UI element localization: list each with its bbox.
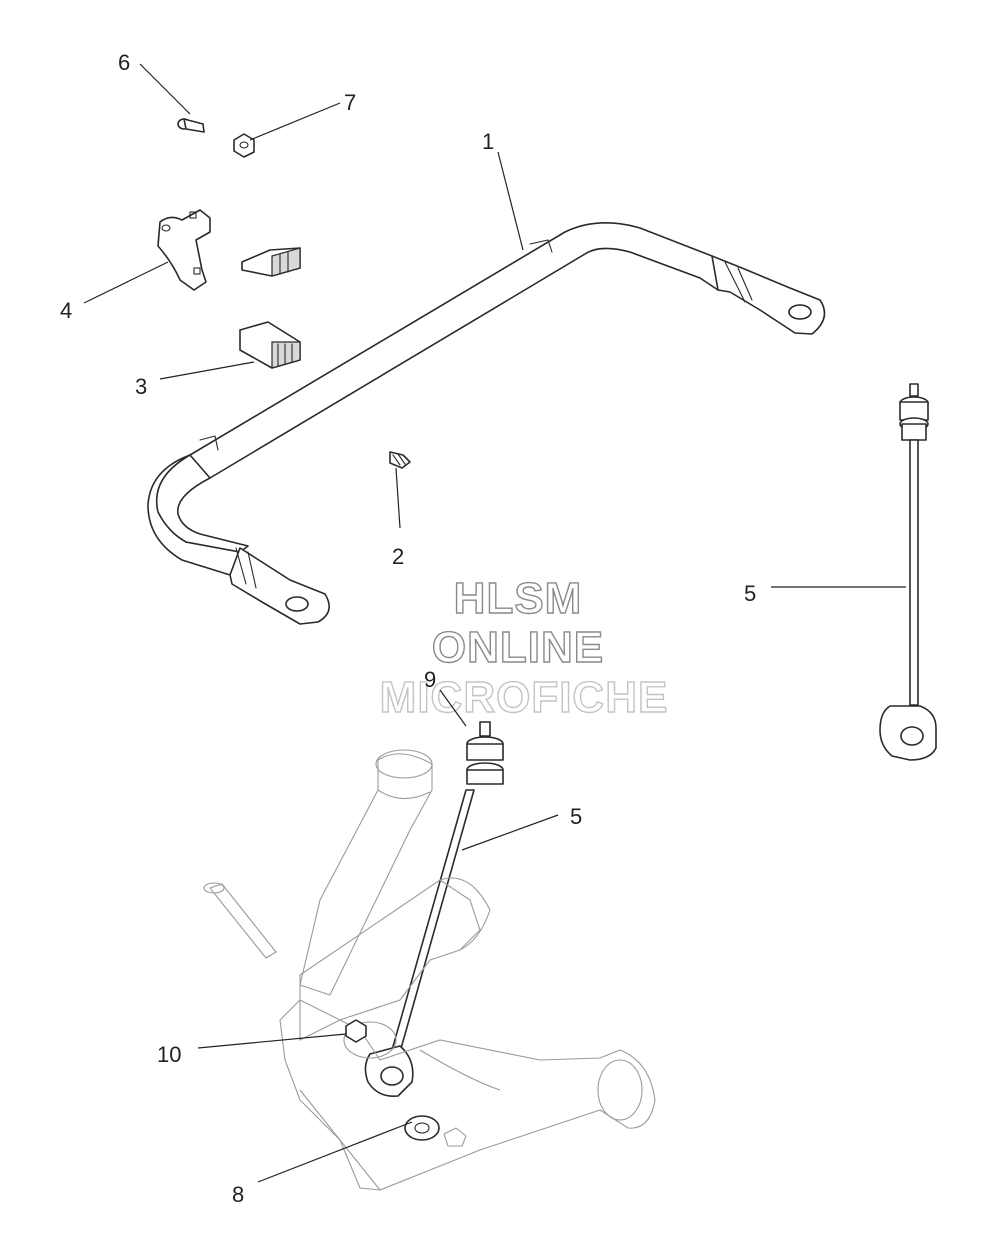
stabilizer-link-lower [364, 721, 504, 1098]
callout-8: 8 [232, 1182, 244, 1207]
stabilizer-bar [147, 222, 826, 625]
callout-10: 10 [157, 1042, 181, 1067]
bushing-half [241, 247, 301, 277]
watermark-line-1: HLSM [454, 574, 583, 623]
bushing [239, 321, 301, 369]
leader-lines [83, 63, 906, 1183]
callout-9: 9 [424, 667, 436, 692]
clamp-bracket [157, 209, 211, 291]
callout-6: 6 [118, 50, 130, 75]
callout-1: 1 [482, 129, 494, 154]
bolt-small [177, 118, 205, 133]
grease-fitting [389, 451, 411, 469]
callout-7: 7 [344, 90, 356, 115]
nut-small [233, 133, 255, 158]
watermark-line-2: ONLINE [432, 623, 604, 672]
suspension-assembly [203, 749, 656, 1191]
watermark: HLSM ONLINE MICROFICHE [379, 573, 669, 722]
callout-3: 3 [135, 374, 147, 399]
callout-5-right: 5 [744, 581, 756, 606]
callout-5-lower: 5 [570, 804, 582, 829]
watermark-line-3: MICROFICHE [380, 673, 669, 722]
callout-4: 4 [60, 298, 72, 323]
callouts: 1 2 3 4 5 5 6 7 8 9 10 [60, 50, 756, 1207]
callout-2: 2 [392, 544, 404, 569]
stabilizer-link-right [879, 383, 937, 761]
